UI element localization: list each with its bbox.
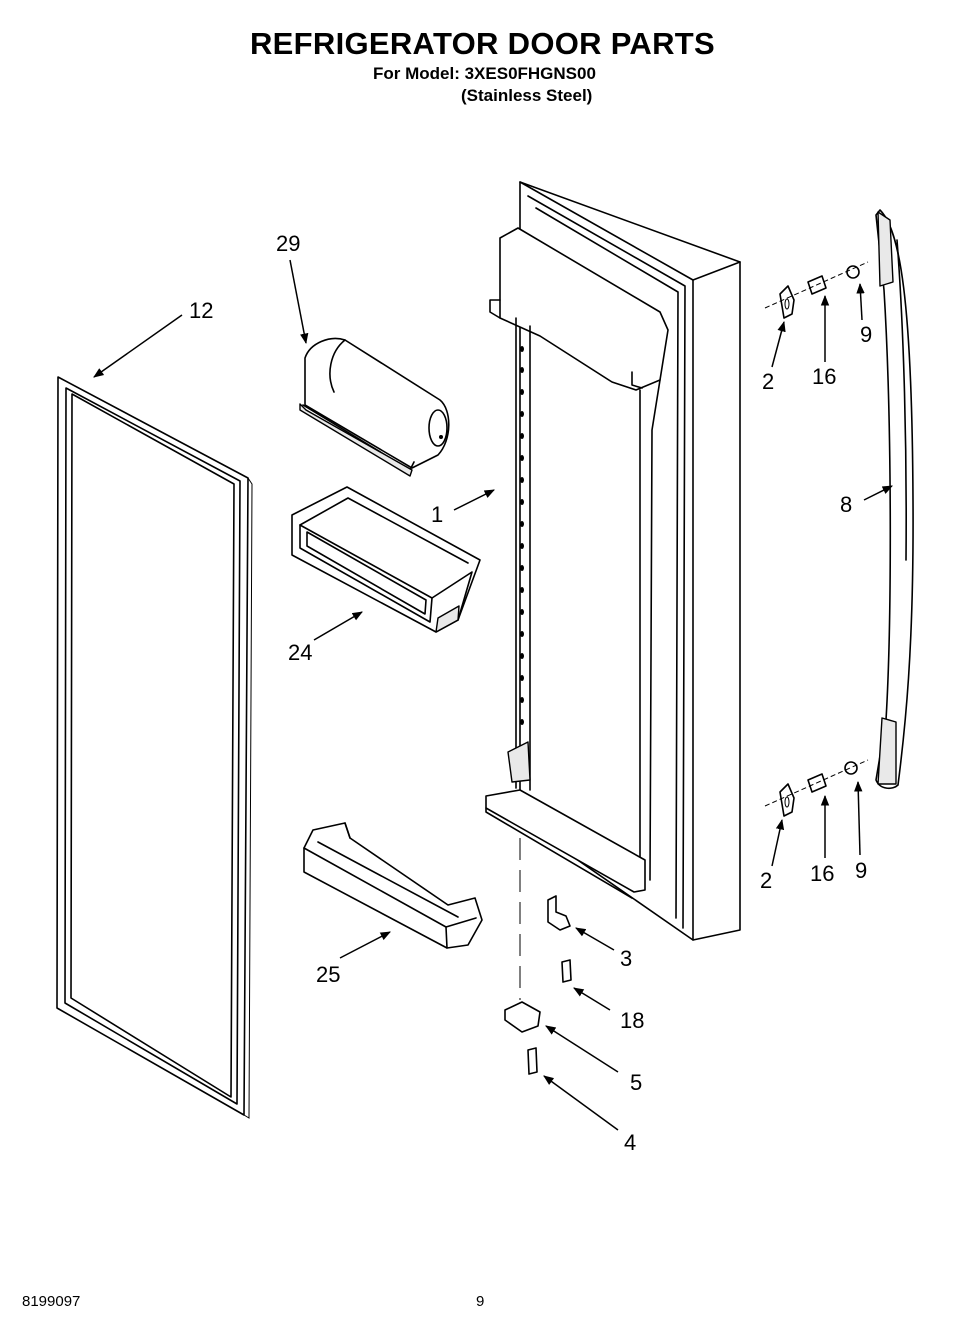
callout-18: 18 xyxy=(620,1008,644,1033)
callout-16-upper: 16 xyxy=(812,364,836,389)
callout-3: 3 xyxy=(620,946,632,971)
callout-16-lower: 16 xyxy=(810,861,834,886)
lower-hinge-hardware xyxy=(764,759,869,817)
door-handle-part-8 xyxy=(875,209,914,790)
page-title: REFRIGERATOR DOOR PARTS xyxy=(249,26,716,61)
dairy-door-part-29 xyxy=(299,337,450,477)
callout-2-upper: 2 xyxy=(762,369,774,394)
door-gasket-part-12 xyxy=(56,376,253,1119)
callout-9-lower: 9 xyxy=(855,858,867,883)
bottom-hinge-hardware xyxy=(504,838,572,1075)
callout-2-lower: 2 xyxy=(760,868,772,893)
page-number: 9 xyxy=(476,1293,485,1310)
callout-5: 5 xyxy=(630,1070,642,1095)
callout-25: 25 xyxy=(316,962,340,987)
callout-8: 8 xyxy=(840,492,852,517)
callout-12: 12 xyxy=(189,298,213,323)
callout-29: 29 xyxy=(276,231,300,256)
document-number: 8199097 xyxy=(22,1293,81,1310)
door-assembly-part-1 xyxy=(485,181,741,941)
leader-lines xyxy=(93,259,893,1131)
callout-4: 4 xyxy=(624,1130,636,1155)
shelf-peg-holes xyxy=(520,346,524,725)
model-line: For Model: 3XES0FHGNS00 xyxy=(373,64,596,83)
callout-9-upper: 9 xyxy=(860,322,872,347)
callout-1: 1 xyxy=(431,502,443,527)
door-bin-part-24 xyxy=(291,486,481,633)
lower-bin-part-25 xyxy=(303,822,483,949)
finish-line: (Stainless Steel) xyxy=(461,86,593,105)
upper-hinge-hardware xyxy=(764,261,869,319)
callout-24: 24 xyxy=(288,640,312,665)
